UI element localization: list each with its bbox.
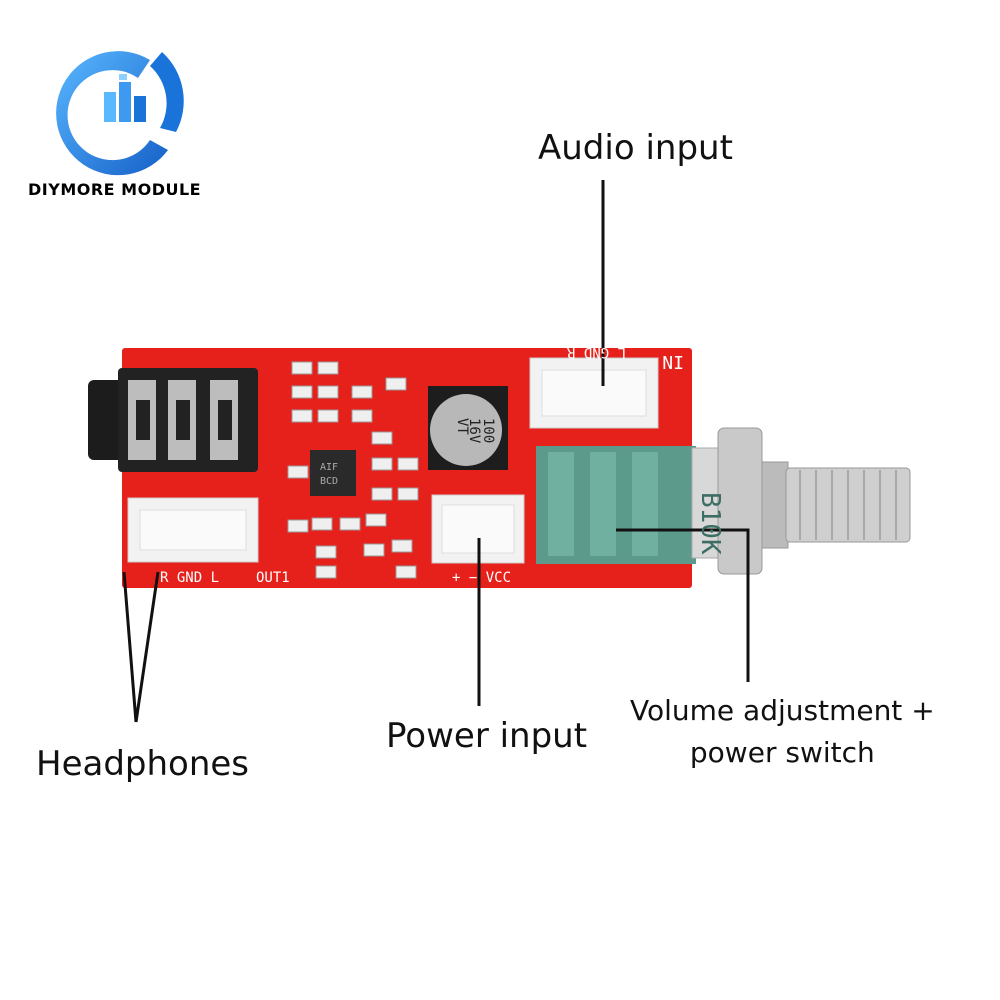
- volume-label-line1: Volume adjustment +: [630, 694, 935, 727]
- silk-in: IN: [662, 351, 684, 372]
- volume-pointer-line: [616, 528, 750, 682]
- power-input-label: Power input: [386, 716, 588, 756]
- silk-in-pins: L GND R: [566, 344, 626, 360]
- volume-label-line2: power switch: [689, 736, 875, 769]
- cap-text-2: 16V: [466, 418, 482, 444]
- audio-input-label: Audio input: [538, 128, 733, 168]
- chip-text-2: BCD: [320, 476, 338, 487]
- silk-out: OUT1: [256, 570, 290, 586]
- volume-label: Volume adjustment + power switch: [630, 690, 935, 774]
- brand-name: DIYMORE MODULE: [28, 180, 202, 199]
- amp-chip: [310, 450, 356, 496]
- capacitor: [430, 394, 502, 466]
- headphone-pointer-line-b: [134, 571, 160, 723]
- cap-text-1: 100: [480, 418, 496, 443]
- pot-value: B10K: [695, 492, 725, 555]
- silk-power-pins: + − VCC: [452, 570, 511, 586]
- cap-text-3: VT: [454, 418, 470, 435]
- chip-text-1: AIF: [320, 462, 338, 473]
- silk-out-pins: R GND L: [160, 570, 219, 586]
- headphones-label: Headphones: [36, 744, 250, 784]
- headphone-pointer-line-a: [122, 571, 138, 723]
